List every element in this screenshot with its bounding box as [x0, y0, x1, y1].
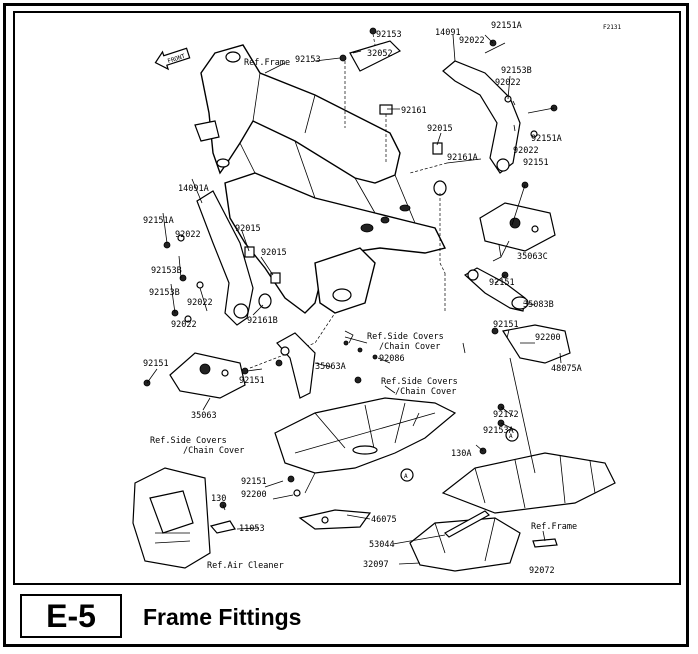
- label-92151-a: 92151: [523, 158, 549, 168]
- label-35063C: 35063C: [517, 252, 548, 262]
- label-92161A: 92161A: [447, 153, 478, 163]
- label-92153-a: 92153: [295, 55, 321, 65]
- label-35063A: 35063A: [315, 362, 346, 372]
- label-14091: 14091: [435, 28, 461, 38]
- label-92151A-b: 92151A: [531, 134, 562, 144]
- label-92151-c: 92151: [493, 320, 519, 330]
- label-chain-cover-1: /Chain Cover: [379, 342, 440, 352]
- label-92015-b: 92015: [235, 224, 261, 234]
- rear-seat-cowl: [274, 330, 457, 494]
- section-code: E-5: [20, 594, 122, 638]
- diagram-panel: FRONT F2131: [13, 11, 681, 585]
- label-92200-b: 92200: [241, 490, 267, 500]
- label-35083B: 35083B: [523, 300, 554, 310]
- guard-46075: [287, 475, 372, 530]
- label-11053: 11053: [239, 524, 265, 534]
- label-92022-e: 92022: [187, 298, 213, 308]
- label-chain-cover-2: /Chain Cover: [395, 387, 456, 397]
- front-arrow-icon: FRONT: [154, 47, 191, 71]
- label-92153B-b: 92153B: [151, 266, 182, 276]
- label-92151-f: 92151: [241, 477, 267, 487]
- section-title: Frame Fittings: [143, 604, 302, 630]
- label-92153B-a: 92153B: [501, 66, 532, 76]
- label-32052: 32052: [367, 49, 393, 59]
- label-92022-a: 92022: [459, 36, 485, 46]
- part-labels: Ref.Frame 92153 92153 32052 14091 92022 …: [143, 21, 582, 576]
- section-footer: E-5 Frame Fittings: [15, 594, 675, 640]
- label-48075A: 48075A: [551, 364, 582, 374]
- callout-a-1: A: [400, 468, 414, 482]
- label-ref-side-covers-1: Ref.Side Covers: [367, 332, 444, 342]
- label-ref-frame-top: Ref.Frame: [244, 58, 290, 68]
- label-92161B: 92161B: [247, 316, 278, 326]
- label-ref-side-covers-3: Ref.Side Covers: [150, 436, 227, 446]
- footrest-arm-35083B: [444, 267, 529, 313]
- label-130: 130: [211, 494, 226, 504]
- label-ref-air-cleaner: Ref.Air Cleaner: [207, 561, 284, 571]
- air-cleaner-assembly: [132, 467, 236, 569]
- callout-a-1-letter: A: [404, 473, 408, 480]
- label-92161: 92161: [401, 106, 427, 116]
- exploded-parts-diagram: FRONT F2131: [132, 21, 621, 576]
- callout-a-2-letter: A: [509, 433, 513, 440]
- figure-id: F2131: [603, 24, 621, 31]
- label-92086: 92086: [379, 354, 405, 364]
- label-ref-side-covers-2: Ref.Side Covers: [381, 377, 458, 387]
- label-92153-b: 92153: [376, 30, 402, 40]
- right-hanger-14091: [409, 39, 558, 274]
- label-chain-cover-3: /Chain Cover: [183, 446, 244, 456]
- label-92200-a: 92200: [535, 333, 561, 343]
- label-32097: 32097: [363, 560, 389, 570]
- label-ref-frame-bottom: Ref.Frame: [531, 522, 577, 532]
- leader-lines: [146, 34, 562, 565]
- left-hanger-14091A: [163, 190, 281, 326]
- label-92151A-c: 92151A: [143, 216, 174, 226]
- label-92151-d: 92151: [143, 359, 169, 369]
- page-frame: FRONT F2131: [3, 3, 689, 647]
- label-35063: 35063: [191, 411, 217, 421]
- label-92153B-c: 92153B: [149, 288, 180, 298]
- label-92022-b: 92022: [495, 78, 521, 88]
- label-92022-d: 92022: [175, 230, 201, 240]
- label-46075: 46075: [371, 515, 397, 525]
- footrest-plate-35063: [143, 312, 336, 399]
- label-92151-e: 92151: [239, 376, 265, 386]
- rear-subframe: [441, 324, 616, 514]
- label-14091A: 14091A: [178, 184, 209, 194]
- label-92151-b: 92151: [489, 278, 515, 288]
- footrest-arm-35063A: [275, 332, 316, 399]
- label-130A: 130A: [451, 449, 471, 459]
- label-92153A: 92153A: [483, 426, 514, 436]
- battery-tray-32097: [409, 510, 558, 572]
- label-92172: 92172: [493, 410, 519, 420]
- label-92151A-a: 92151A: [491, 21, 522, 31]
- label-92022-f: 92022: [171, 320, 197, 330]
- footrest-plate-35063C: [479, 181, 556, 262]
- label-53044: 53044: [369, 540, 395, 550]
- label-92015-a: 92015: [427, 124, 453, 134]
- label-92022-c: 92022: [513, 146, 539, 156]
- callout-a-2: A: [505, 428, 519, 442]
- label-92015-c: 92015: [261, 248, 287, 258]
- label-92072: 92072: [529, 566, 555, 576]
